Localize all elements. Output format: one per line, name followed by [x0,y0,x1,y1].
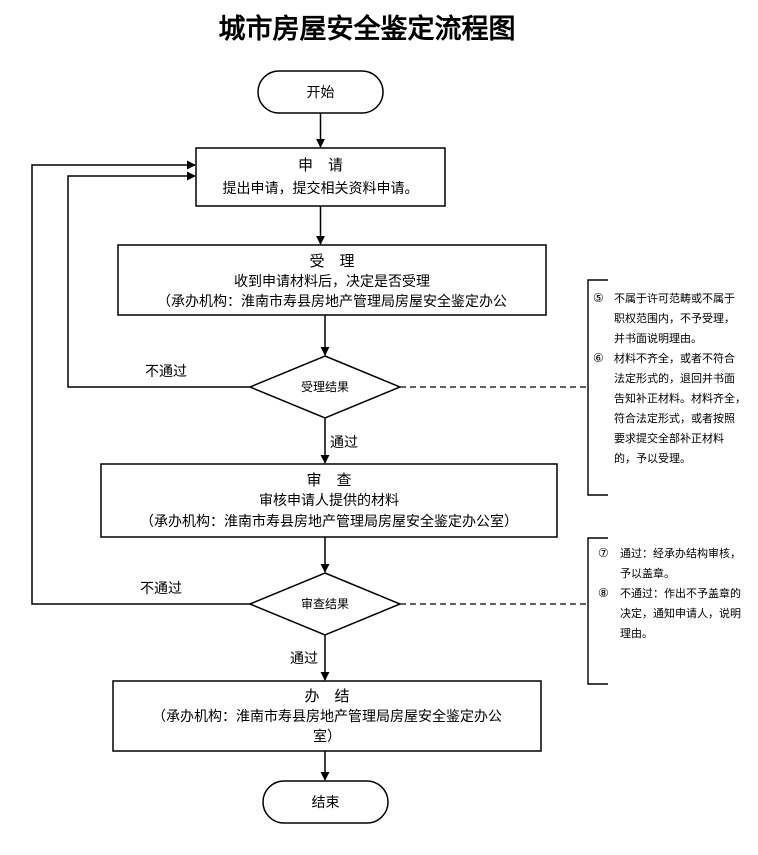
accept-org: （承办机构：淮南市寿县房地产管理局房屋安全鉴定办公 [157,293,507,310]
review-notes: ⑦ 通过：经承办结构审核， 予以盖章。 ⑧ 不通过：作出不予盖章的 决定，通知申… [598,546,741,640]
note-8-number: ⑧ [598,586,609,600]
accept-fail-label: 不通过 [145,364,187,380]
end-label: 结束 [312,795,340,811]
conclude-node [112,680,542,752]
note-8-line-1: 不通过：作出不予盖章的 [620,586,741,600]
review-label: 审 查 [306,471,351,489]
review-node [100,463,558,538]
note-7-line-2: 予以盖章。 [620,566,675,580]
apply-label: 申 请 [298,156,343,174]
review-org: （承办机构：淮南市寿县房地产管理局房屋安全鉴定办公室） [140,513,518,530]
note-6-line-3: 告知补正材料。材料齐全， [614,391,746,405]
edge-review-fail-loop [31,160,250,605]
conclude-label: 办 结 [304,687,349,705]
end-node [262,780,389,824]
note-6-line-1: 材料不齐全，或者不符合 [614,351,735,365]
note-7-number: ⑦ [598,546,609,560]
apply-desc: 提出申请，提交相关资料申请。 [223,180,419,197]
accept-desc: 收到申请材料后，决定是否受理 [234,274,430,290]
page-title: 城市房屋安全鉴定流程图 [219,13,516,45]
review-result-label: 审查结果 [301,596,349,611]
note-6-line-6: 的，予以受理。 [614,451,691,465]
note-6-line-4: 符合法定形式，或者按照 [614,411,735,425]
note-5-number: ⑤ [593,291,604,305]
edge-accept-fail-loop [67,171,250,388]
note-5-line-2: 职权范围内，不予受理， [614,311,735,325]
review-note-bracket [587,537,608,685]
review-fail-label: 不通过 [140,581,182,597]
accept-pass-label: 通过 [330,435,358,451]
note-7-line-1: 通过：经承办结构审核， [620,546,741,560]
note-5-line-3: 并书面说明理由。 [614,331,702,345]
conclude-org-line2: 室） [313,728,341,745]
note-5-line-1: 不属于许可范畴或不属于 [614,291,735,305]
note-8-line-3: 理由。 [620,626,653,640]
start-label: 开始 [307,85,335,101]
accept-label: 受 理 [309,252,354,270]
accept-note-bracket [587,279,608,496]
apply-node [195,147,446,207]
accept-notes: ⑤ 不属于许可范畴或不属于 职权范围内，不予受理， 并书面说明理由。 ⑥ 材料不… [593,291,746,465]
note-6-number: ⑥ [593,351,604,365]
note-8-line-2: 决定，通知申请人，说明 [620,606,741,620]
review-pass-label: 通过 [290,651,318,667]
conclude-org-line1: （承办机构：淮南市寿县房地产管理局房屋安全鉴定办公 [152,708,502,725]
accept-node [117,244,547,316]
note-6-line-5: 要求提交全部补正材料 [614,431,724,445]
review-desc: 审核申请人提供的材料 [259,493,399,509]
note-6-line-2: 法定形式的，退回并书面 [614,371,735,385]
accept-result-label: 受理结果 [301,380,349,394]
